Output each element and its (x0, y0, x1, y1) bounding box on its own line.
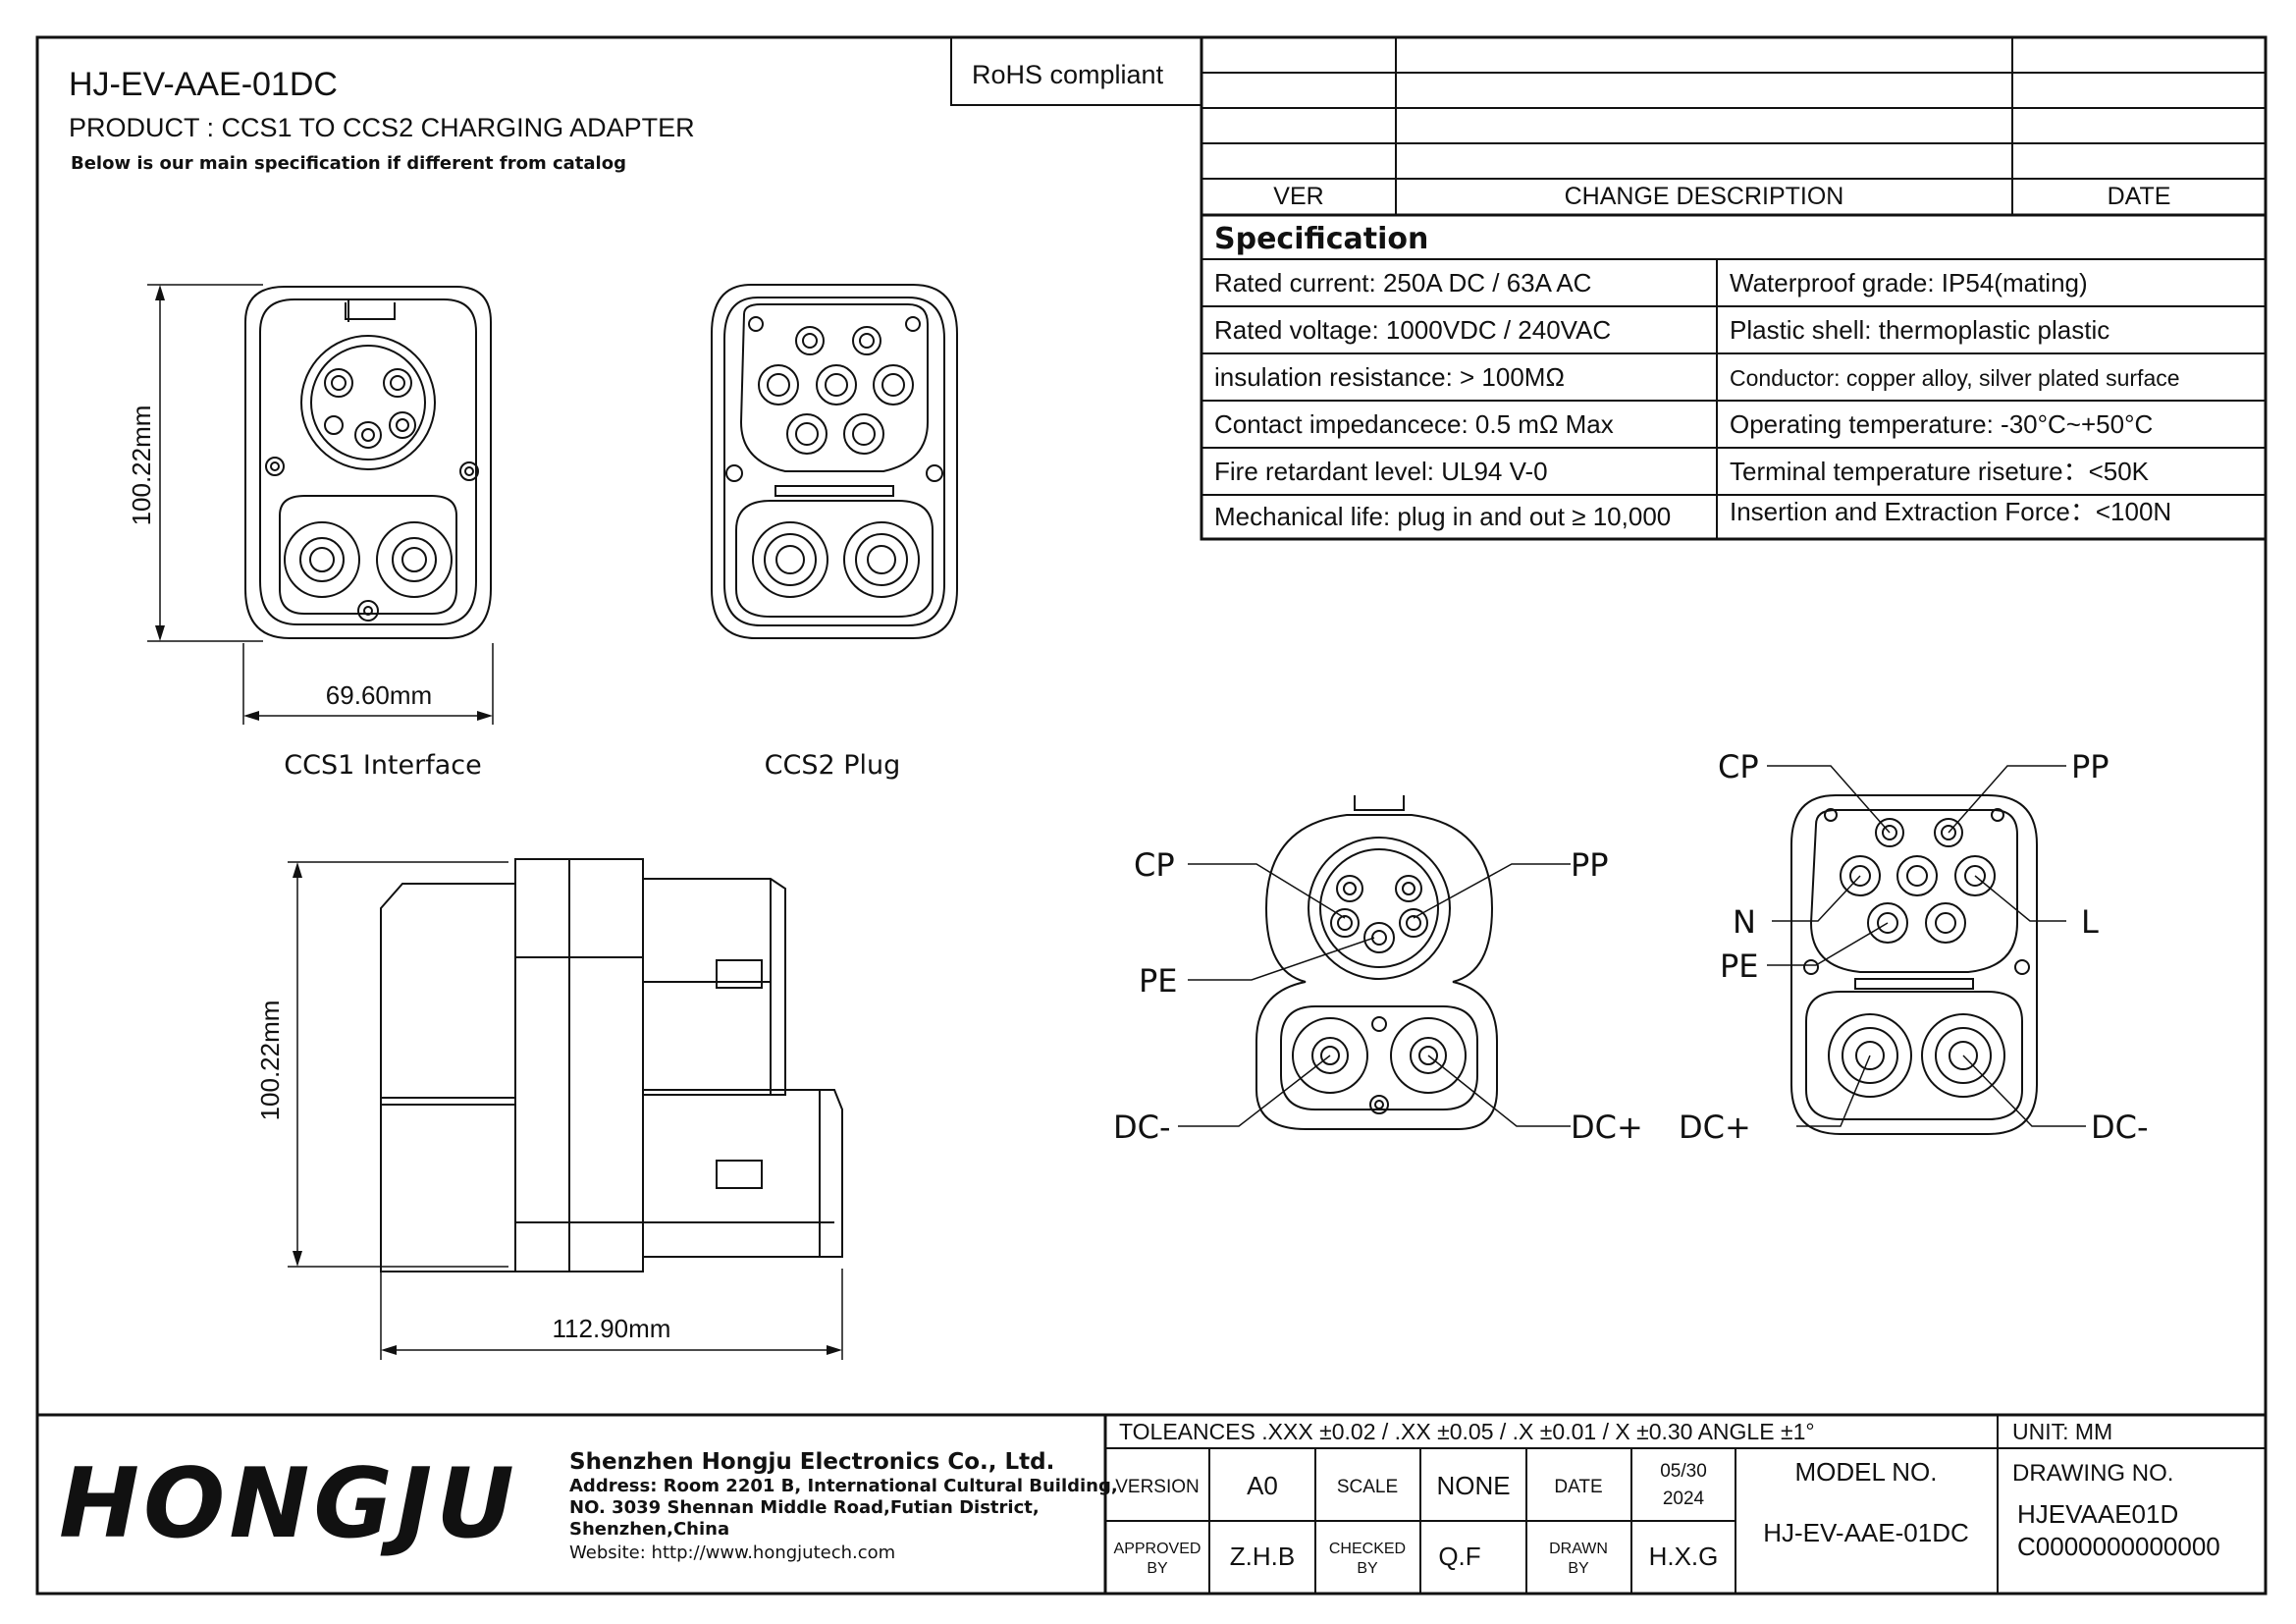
dim-height-front: 100.22mm (127, 406, 156, 526)
date-label: DATE (1554, 1477, 1602, 1497)
ccs2-pin-dc-minus: DC- (2091, 1109, 2149, 1146)
ccs2-pin-dc-plus: DC+ (1679, 1109, 1751, 1146)
drawing-no-label: DRAWING NO. (2012, 1460, 2173, 1487)
version-label: VERSION (1115, 1477, 1200, 1497)
company-address-2: NO. 3039 Shennan Middle Road,Futian Dist… (569, 1497, 1040, 1518)
ccs2-front-view (711, 284, 958, 639)
checked-value: Q.F (1438, 1542, 1480, 1571)
company-website: Website: http://www.hongjutech.com (569, 1543, 895, 1563)
ccs1-pin-dc-minus: DC- (1113, 1109, 1171, 1146)
spec-title: Specification (1214, 222, 1428, 256)
rohs-label: RoHS compliant (972, 60, 1164, 89)
spec-row-left: insulation resistance: > 100MΩ (1214, 362, 1565, 392)
date-value-line-1: 05/30 (1660, 1461, 1707, 1482)
model-no-label: MODEL NO. (1795, 1457, 1938, 1487)
rev-ver-header: VER (1273, 183, 1323, 210)
spec-row-right: Plastic shell: thermoplastic plastic (1730, 315, 2109, 345)
tolerances: TOLEANCES .XXX ±0.02 / .XX ±0.05 / .X ±0… (1119, 1419, 1815, 1444)
unit-label: UNIT: MM (2012, 1419, 2112, 1444)
spec-table: Specification Rated current: 250A DC / 6… (1200, 213, 2268, 541)
spec-row-left: Fire retardant level: UL94 V-0 (1214, 457, 1548, 486)
dim-width-front: 69.60mm (326, 680, 432, 710)
drawing-no-value-2: C0000000000000 (2017, 1532, 2220, 1561)
ccs2-caption: CCS2 Plug (765, 750, 901, 781)
drawn-label-2: BY (1568, 1560, 1589, 1577)
spec-row-right: Conductor: copper alloy, silver plated s… (1730, 365, 2180, 391)
drawn-label-1: DRAWN (1549, 1541, 1608, 1557)
checked-label-2: BY (1357, 1560, 1378, 1577)
spec-note: Below is our main specification if diffe… (71, 153, 626, 174)
spec-row-right: Waterproof grade: IP54(mating) (1730, 268, 2088, 298)
spec-row-left: Rated current: 250A DC / 63A AC (1214, 268, 1591, 298)
side-view (288, 858, 843, 1360)
ccs2-pin-n: N (1733, 903, 1756, 941)
spec-row-left: Mechanical life: plug in and out ≥ 10,00… (1214, 502, 1671, 531)
drawing-no-value-1: HJEVAAE01D (2017, 1499, 2178, 1529)
product-title: PRODUCT : CCS1 TO CCS2 CHARGING ADAPTER (69, 113, 695, 142)
approved-value: Z.H.B (1230, 1542, 1295, 1571)
approved-label-2: BY (1147, 1560, 1168, 1577)
drawn-value: H.X.G (1649, 1542, 1719, 1571)
company-logo: HONGJU (59, 1448, 518, 1560)
company-address-3: Shenzhen,China (569, 1519, 729, 1540)
approved-label-1: APPROVED (1114, 1541, 1201, 1557)
rev-desc-header: CHANGE DESCRIPTION (1565, 183, 1844, 210)
ccs1-caption: CCS1 Interface (284, 750, 482, 781)
ccs2-pin-pp: PP (2071, 748, 2109, 785)
company-name: Shenzhen Hongju Electronics Co., Ltd. (569, 1449, 1054, 1475)
model-no-value: HJ-EV-AAE-01DC (1763, 1518, 1969, 1547)
ccs1-pin-diagram (1178, 795, 1571, 1130)
rev-date-header: DATE (2108, 183, 2171, 210)
spec-row-left: Contact impedancece: 0.5 mΩ Max (1214, 409, 1614, 439)
spec-row-right: Terminal temperature riseture：<50K (1730, 457, 2150, 486)
spec-row-left: Rated voltage: 1000VDC / 240VAC (1214, 315, 1611, 345)
date-value-line-2: 2024 (1663, 1489, 1705, 1509)
company-address-1: Address: Room 2201 B, International Cult… (569, 1476, 1118, 1496)
checked-label-1: CHECKED (1329, 1541, 1406, 1557)
title-block (37, 1413, 2266, 1594)
ccs2-pin-diagram (1767, 765, 2086, 1135)
spec-row-right: Operating temperature: -30°C~+50°C (1730, 409, 2153, 439)
dim-length-side: 112.90mm (553, 1314, 671, 1343)
version-value: A0 (1247, 1471, 1278, 1500)
ccs1-front-view (147, 284, 494, 725)
ccs2-pin-cp: CP (1718, 748, 1759, 785)
ccs1-pin-pe: PE (1139, 962, 1178, 1000)
ccs2-pin-pe: PE (1720, 947, 1759, 985)
ccs1-pin-cp: CP (1134, 846, 1175, 884)
scale-value: NONE (1436, 1471, 1510, 1500)
ccs1-pin-dc-plus: DC+ (1571, 1109, 1643, 1146)
ccs1-pin-pp: PP (1571, 846, 1609, 884)
dim-height-side: 100.22mm (255, 1001, 285, 1121)
scale-label: SCALE (1337, 1477, 1398, 1497)
revision-table: VER CHANGE DESCRIPTION DATE (1200, 35, 2268, 217)
model-title: HJ-EV-AAE-01DC (69, 66, 338, 103)
ccs2-pin-l: L (2081, 903, 2099, 941)
spec-row-right: Insertion and Extraction Force：<100N (1730, 497, 2171, 526)
